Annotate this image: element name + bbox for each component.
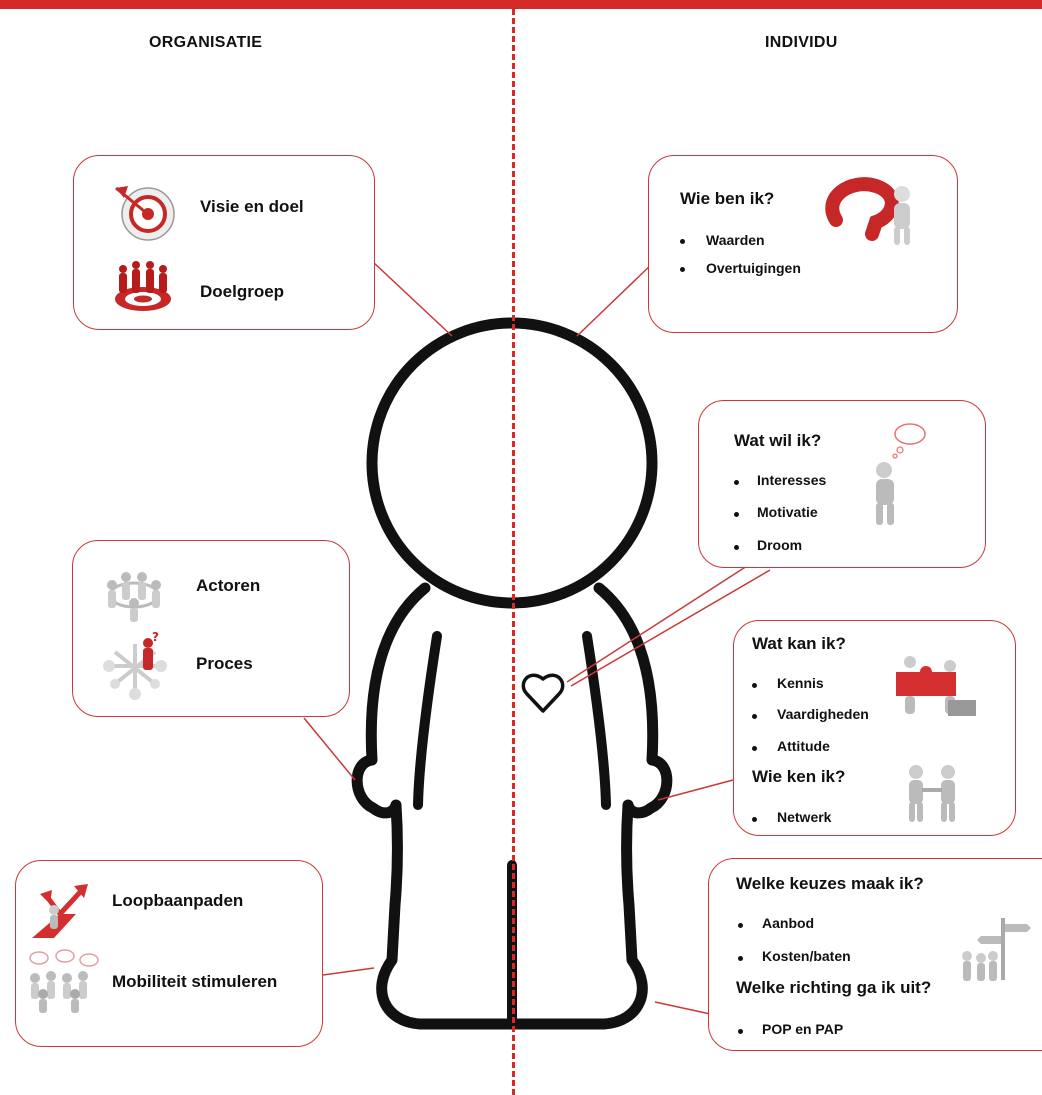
list-item: POP en PAP (762, 1021, 844, 1037)
center-divider (512, 9, 515, 1095)
career-path-icon (32, 884, 88, 938)
target-group-icon (115, 261, 171, 311)
heart-icon (521, 673, 565, 713)
bullet (738, 923, 743, 928)
list-item: Vaardigheden (777, 706, 869, 722)
bullet (734, 512, 739, 517)
question-mark-figure-icon (825, 177, 910, 245)
list-item: Interesses (757, 472, 827, 488)
welke-keuzes-title: Welke keuzes maak ik? (736, 874, 924, 893)
visie-en-doel-label: Visie en doel (200, 197, 304, 216)
bullet (680, 239, 685, 244)
list-item: Droom (757, 537, 803, 553)
top-accent-bar (0, 0, 1042, 9)
welke-richting-title: Welke richting ga ik uit? (736, 978, 932, 997)
heading-organisatie: ORGANISATIE (149, 34, 263, 51)
list-item: Aanbod (762, 915, 815, 931)
bubble-loopbaan-mobiliteit (15, 860, 323, 1047)
list-item: Kosten/baten (762, 948, 851, 964)
bubble-keuzes-richting (708, 858, 1042, 1051)
handshake-figures-icon (909, 765, 955, 822)
list-item: Kennis (777, 675, 824, 691)
wie-ben-ik-title: Wie ben ik? (680, 189, 775, 208)
bubble-wat-wil-ik (698, 400, 986, 568)
bullet (752, 683, 757, 688)
wie-ken-ik-title: Wie ken ik? (752, 767, 846, 786)
wat-kan-ik-title: Wat kan ik? (752, 634, 846, 653)
pointer-lines (303, 261, 771, 1016)
talking-group-icon (29, 949, 99, 1013)
actoren-label: Actoren (196, 576, 261, 595)
mobiliteit-stimuleren-label: Mobiliteit stimuleren (112, 972, 278, 991)
puzzle-figures-icon (896, 656, 976, 716)
list-item: Waarden (706, 232, 765, 248)
bullet (680, 267, 685, 272)
people-circle-icon (107, 572, 161, 622)
list-item: Attitude (777, 738, 830, 754)
process-network-icon: ? (103, 632, 167, 700)
bullet (734, 545, 739, 550)
bullet (752, 714, 757, 719)
doelgroep-label: Doelgroep (200, 282, 285, 301)
wat-wil-ik-title: Wat wil ik? (734, 431, 822, 450)
bullet (738, 1029, 743, 1034)
loopbaanpaden-label: Loopbaanpaden (112, 891, 244, 910)
list-item: Overtuigingen (706, 260, 801, 276)
figure-left-arm-line (413, 631, 442, 810)
bullet (752, 746, 757, 751)
bullet (734, 480, 739, 485)
heading-individu: INDIVIDU (765, 34, 838, 51)
svg-text:?: ? (152, 632, 159, 644)
target-icon (115, 186, 175, 241)
bullet (738, 956, 743, 961)
thinking-figure-icon (876, 423, 926, 525)
signpost-figures-icon (962, 918, 1031, 981)
figure-right-arm-line (582, 631, 611, 810)
list-item: Netwerk (777, 809, 832, 825)
list-item: Motivatie (757, 504, 818, 520)
proces-label: Proces (196, 654, 253, 673)
bullet (752, 817, 757, 822)
bubble-wat-kan-ik (733, 620, 1016, 836)
